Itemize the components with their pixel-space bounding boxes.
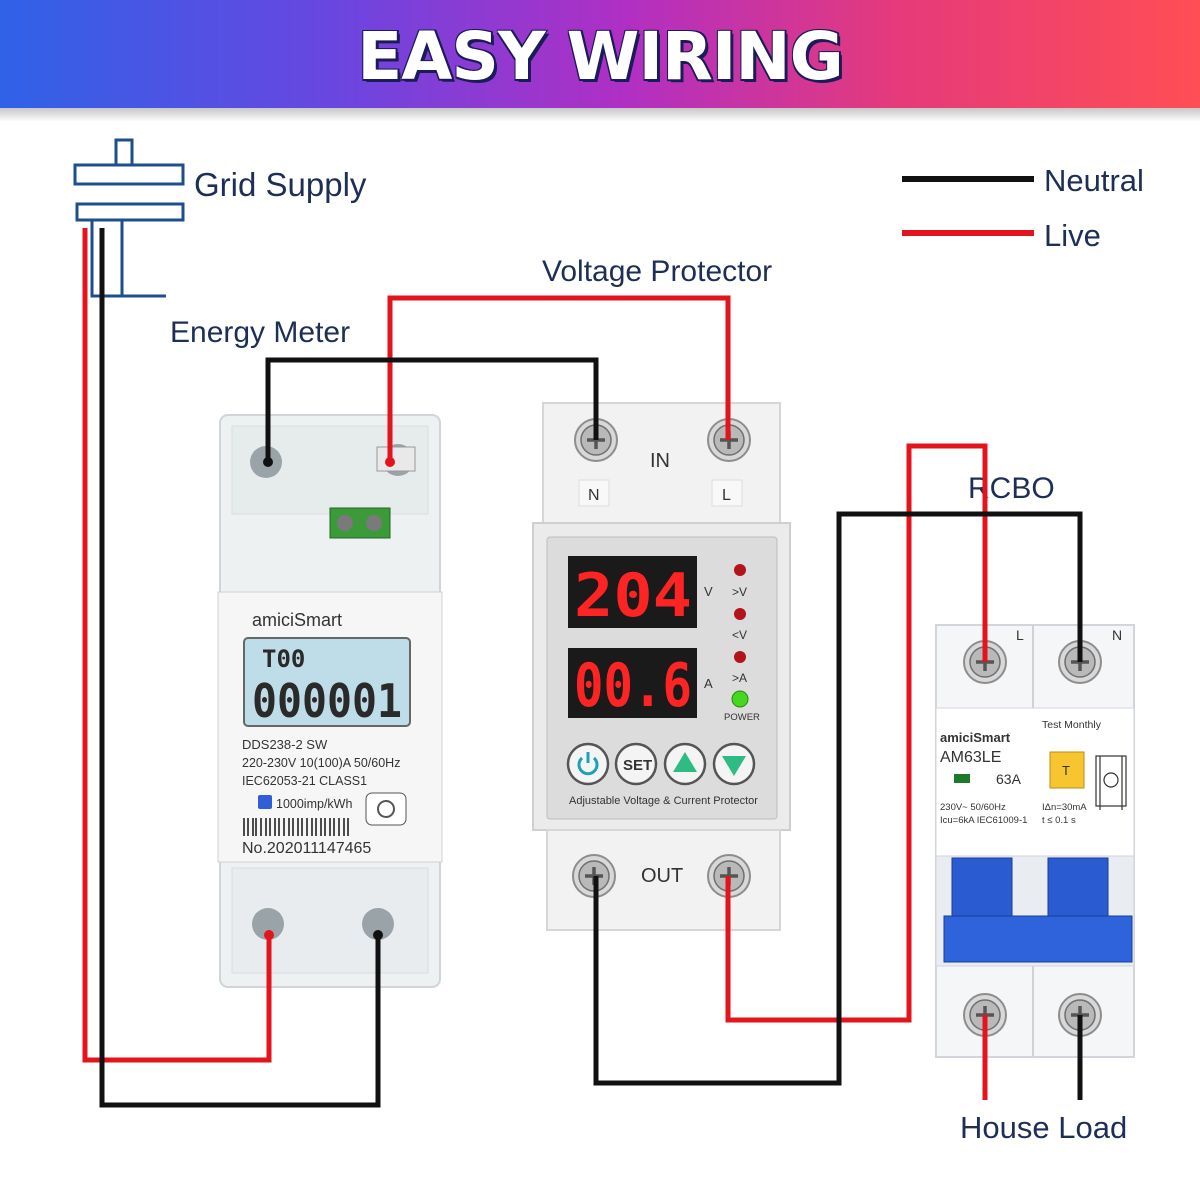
rcbo-terminal-l: L (1016, 627, 1024, 643)
page-title: EASY WIRING (357, 18, 844, 95)
refresh-icon (377, 800, 395, 818)
set-button-label: SET (623, 757, 652, 774)
current-display-value: 00.6 (574, 651, 692, 721)
rcbo-spec-right: IΔn=30mA (1042, 802, 1087, 813)
rcbo-model: AM63LE (940, 749, 1001, 766)
triangle-up-icon (673, 752, 697, 772)
power-led (731, 690, 749, 708)
voltage-unit: V (704, 584, 713, 599)
meter-spec-2: IEC62053-21 CLASS1 (242, 774, 367, 788)
voltage-display (568, 556, 697, 628)
energy-meter-label: Energy Meter (170, 316, 350, 349)
rcbo-spec-left: 230V~ 50/60Hz (940, 802, 1006, 813)
protector-terminal-n-in: N (588, 487, 600, 504)
wires (82, 228, 1083, 1108)
protector-caption: Adjustable Voltage & Current Protector (569, 795, 758, 807)
current-display (568, 648, 697, 718)
meter-lcd-main: 000001 (252, 674, 402, 728)
neutral-wire-protector-to-rcbo (593, 511, 1083, 1086)
live-wire-protector-to-rcbo (725, 443, 988, 1023)
meter-imp: 1000imp/kWh (276, 797, 352, 811)
wire-terminals (263, 457, 395, 940)
house-load-label: House Load (960, 1110, 1127, 1145)
rcbo-spec-right-2: t ≤ 0.1 s (1042, 815, 1076, 826)
barcode (243, 818, 349, 836)
power-label: POWER (724, 712, 760, 723)
rcbo-test-button-label: T (1062, 763, 1070, 778)
neutral-wire-meter-to-protector (265, 357, 599, 462)
power-icon (577, 752, 599, 776)
live-wire-grid-to-meter (82, 228, 272, 1063)
meter-button[interactable] (365, 792, 407, 826)
rcbo: L N amiciSmart AM63LE 63A Test Monthly T… (935, 624, 1135, 1058)
rcbo-brand: amiciSmart (940, 730, 1011, 745)
legend-live-label: Live (1044, 218, 1101, 253)
rcbo-circuit-icon (1095, 755, 1127, 810)
meter-lcd (243, 637, 411, 727)
set-button[interactable] (614, 742, 658, 786)
title-banner (0, 0, 1200, 112)
rcbo-test-label: Test Monthly (1042, 719, 1102, 731)
protector-out-label: OUT (641, 865, 683, 887)
power-button[interactable] (566, 742, 610, 786)
meter-lcd-top: T00 (262, 645, 305, 673)
grid-supply-label: Grid Supply (194, 166, 367, 203)
legend: Neutral Live (902, 163, 1144, 253)
triangle-down-icon (722, 756, 746, 776)
rcbo-spec-left-2: Icu=6kA IEC61009-1 (940, 815, 1027, 826)
rcbo-test-button[interactable] (1049, 751, 1085, 789)
grid-supply-symbol (73, 138, 185, 298)
protector-in-label: IN (650, 450, 670, 472)
rcbo-rating: 63A (996, 771, 1022, 787)
rcbo-terminal-n: N (1112, 627, 1122, 643)
meter-brand: amiciSmart (252, 610, 342, 630)
over-voltage-indicator: >V (732, 585, 747, 599)
under-voltage-indicator: <V (732, 628, 747, 642)
over-current-indicator: >A (732, 671, 747, 685)
voltage-protector-label: Voltage Protector (542, 255, 772, 288)
current-unit: A (704, 676, 713, 691)
meter-spec-1: 220-230V 10(100)A 50/60Hz (242, 756, 400, 770)
rcbo-label: RCBO (968, 472, 1055, 505)
voltage-protector: IN N L 204 00.6 V A >V <V >A POWER SET A… (532, 402, 791, 931)
legend-neutral-label: Neutral (1044, 163, 1144, 198)
protector-terminal-l-in: L (722, 487, 731, 504)
meter-model: DDS238-2 SW (242, 737, 328, 752)
live-wire-meter-to-protector (387, 295, 731, 462)
energy-meter: amiciSmart T00 000001 DDS238-2 SW 220-23… (217, 414, 443, 988)
meter-serial: No.202011147465 (242, 840, 371, 857)
voltage-display-value: 204 (574, 561, 692, 631)
pulse-led-icon (258, 795, 272, 809)
neutral-wire-grid-to-meter (99, 228, 381, 1108)
banner-shadow (0, 108, 1200, 122)
